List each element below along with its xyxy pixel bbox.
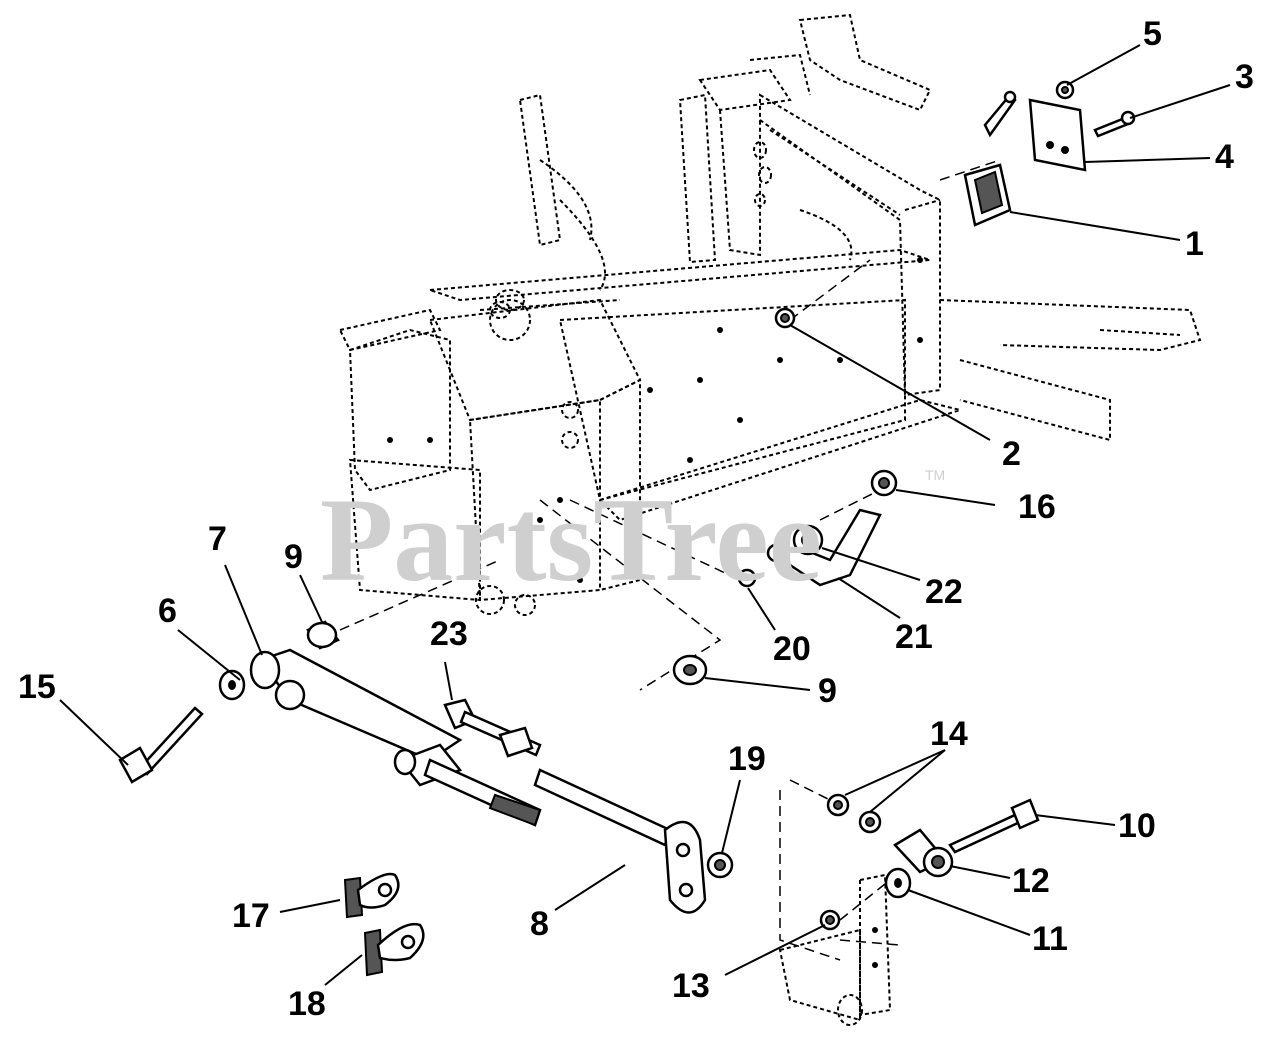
part-6-washer [218,669,246,701]
part-12-rod-end [893,828,954,878]
callout-12: 12 [1012,862,1050,900]
callout-10: 10 [1118,807,1156,845]
part-5-bolt [1055,80,1075,100]
part-1-valve [963,90,1017,227]
callout-2: 2 [1002,435,1021,473]
callout-9-upper: 9 [284,538,303,576]
part-8-rod [533,768,707,914]
part-22-bearing [792,524,824,556]
part-18-clip [363,922,425,977]
part-13-nut [819,909,841,931]
part-23-bolt [443,698,542,758]
callout-14: 14 [930,715,968,753]
mounting-bracket-lower [778,873,892,1026]
watermark: PartsTree TM [320,467,945,606]
part-9-spacer-lower [672,654,708,686]
callout-20: 20 [773,630,811,668]
part-14-nuts [826,793,882,834]
part-15-bolt [118,706,204,784]
callout-15: 15 [18,668,56,706]
callout-7: 7 [208,520,227,558]
callout-8: 8 [530,905,549,943]
callout-6: 6 [158,592,177,630]
part-7-cylinder [249,648,542,827]
part-17-clip [343,872,400,919]
part-3-bolt [1093,110,1136,138]
callout-4: 4 [1215,138,1234,176]
part-2-nut [774,307,796,329]
callout-5: 5 [1143,15,1162,53]
chassis-frame [338,13,1202,616]
part-10-bolt [948,798,1040,854]
callout-18: 18 [288,985,326,1023]
part-11-washer [884,867,912,899]
part-4-bracket [1028,98,1087,172]
callout-labels: 1 2 3 4 5 6 7 8 9 9 10 11 12 13 14 15 16… [18,15,1254,1023]
assembly-guides [339,159,1001,961]
callout-19: 19 [728,740,766,778]
part-16-nut [870,469,898,497]
part-19-nut [706,851,734,879]
part-9-spacer-upper [306,620,340,650]
part-20-washer [737,568,757,588]
callout-3: 3 [1235,58,1254,96]
callout-21: 21 [895,618,933,656]
callout-17: 17 [232,897,270,935]
callout-1: 1 [1185,225,1204,263]
watermark-trademark: TM [925,467,945,483]
callout-16: 16 [1018,488,1056,526]
leader-lines [59,44,1231,986]
callout-9-lower: 9 [818,672,837,710]
watermark-brand: PartsTree [320,473,822,606]
callout-22: 22 [925,573,963,611]
callout-11: 11 [1032,920,1068,958]
callout-23: 23 [430,615,468,653]
callout-13: 13 [672,967,710,1005]
